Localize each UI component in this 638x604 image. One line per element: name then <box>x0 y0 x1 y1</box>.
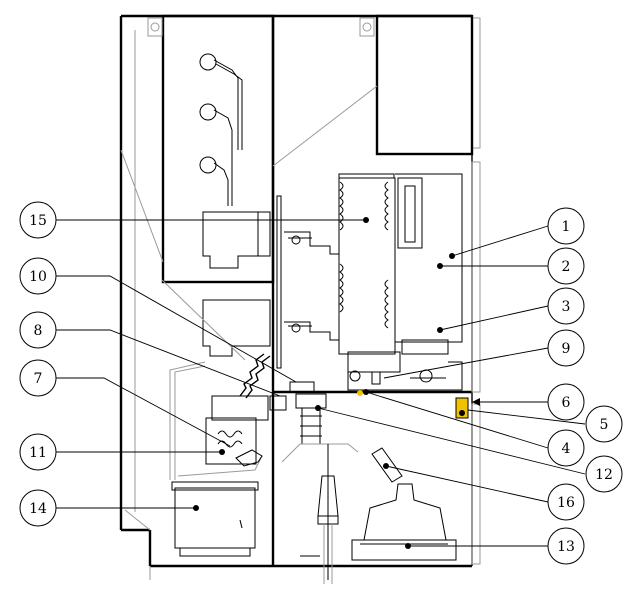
callout-16: 16 <box>547 483 585 521</box>
callout-11: 11 <box>19 433 57 471</box>
callout-12: 12 <box>585 455 623 493</box>
callout-5: 5 <box>585 405 623 443</box>
callout-15: 15 <box>19 201 57 239</box>
callout-label: 1 <box>562 219 571 235</box>
callout-13: 13 <box>547 527 585 565</box>
callout-3: 3 <box>547 287 585 325</box>
callout-4: 4 <box>547 429 585 467</box>
callout-14: 14 <box>19 489 57 527</box>
callout-label: 13 <box>557 539 575 555</box>
callout-label: 16 <box>557 495 575 511</box>
cabinet-frame <box>119 14 481 568</box>
callout-label: 5 <box>600 417 609 433</box>
leader-lines <box>56 217 586 549</box>
busbar-insulators <box>199 53 243 206</box>
callout-label: 2 <box>562 259 571 275</box>
callout-label: 11 <box>29 445 47 461</box>
indicator-marker <box>459 410 465 416</box>
callout-label: 10 <box>29 269 47 285</box>
cable-compartment-left <box>124 30 271 580</box>
callout-7: 7 <box>19 359 57 397</box>
callout-8: 8 <box>19 311 57 349</box>
callout-label: 6 <box>562 395 571 411</box>
callout-label: 14 <box>29 501 47 517</box>
busbar-compartment <box>120 14 275 284</box>
callout-label: 3 <box>562 299 571 315</box>
callout-9: 9 <box>547 329 585 367</box>
cable-compartment-right <box>281 393 457 584</box>
callout-label: 4 <box>562 441 571 457</box>
callout-6: 6 <box>547 383 585 421</box>
breaker-compartment <box>272 14 474 391</box>
link-marker <box>357 390 363 396</box>
callout-label: 8 <box>34 323 43 339</box>
callout-1: 1 <box>547 207 585 245</box>
callout-2: 2 <box>547 247 585 285</box>
callout-10: 10 <box>19 257 57 295</box>
callout-label: 15 <box>29 213 47 229</box>
callout-label: 12 <box>595 467 613 483</box>
callout-label: 7 <box>34 371 43 387</box>
callout-label: 9 <box>562 341 571 357</box>
